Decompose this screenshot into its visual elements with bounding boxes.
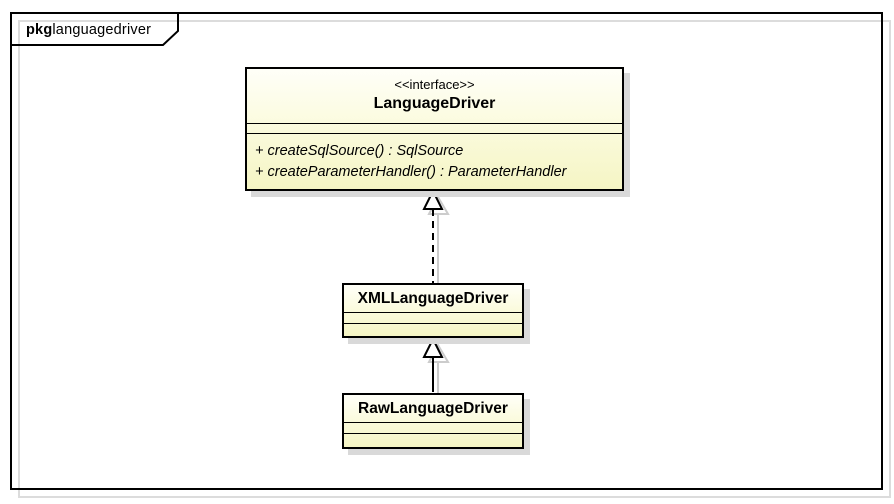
class-name: XMLLanguageDriver <box>357 290 509 307</box>
package-frame-border <box>10 12 883 490</box>
realization-arrow-shadow <box>427 194 450 288</box>
package-tab-outline <box>10 12 179 46</box>
stereotype-label: <<interface>> <box>394 77 475 92</box>
realization-arrow <box>422 188 444 283</box>
frame-shadow <box>18 20 891 498</box>
attributes-compartment <box>247 123 622 134</box>
class-node-xmllanguagedriver[interactable]: XMLLanguageDriver <box>342 283 524 338</box>
package-name: languagedriver <box>52 22 152 38</box>
attributes-compartment <box>344 422 522 434</box>
class-name: RawLanguageDriver <box>358 400 508 417</box>
methods-compartment <box>344 434 522 447</box>
frame-kind-label: pkg <box>26 22 53 38</box>
generalization-arrow <box>422 336 444 392</box>
method-item: + createSqlSource() : SqlSource <box>255 143 464 159</box>
class-node-languagedriver[interactable]: <<interface>> LanguageDriver + createSql… <box>245 67 624 191</box>
class-title-compartment: <<interface>> LanguageDriver <box>247 69 622 123</box>
attributes-compartment <box>344 312 522 324</box>
methods-compartment: + createSqlSource() : SqlSource + create… <box>247 134 622 183</box>
package-tab: pkglanguagedriver <box>26 22 151 38</box>
class-node-rawlanguagedriver[interactable]: RawLanguageDriver <box>342 393 524 449</box>
class-name: LanguageDriver <box>373 95 496 112</box>
method-item: + createParameterHandler() : ParameterHa… <box>255 164 567 180</box>
methods-compartment <box>344 324 522 337</box>
